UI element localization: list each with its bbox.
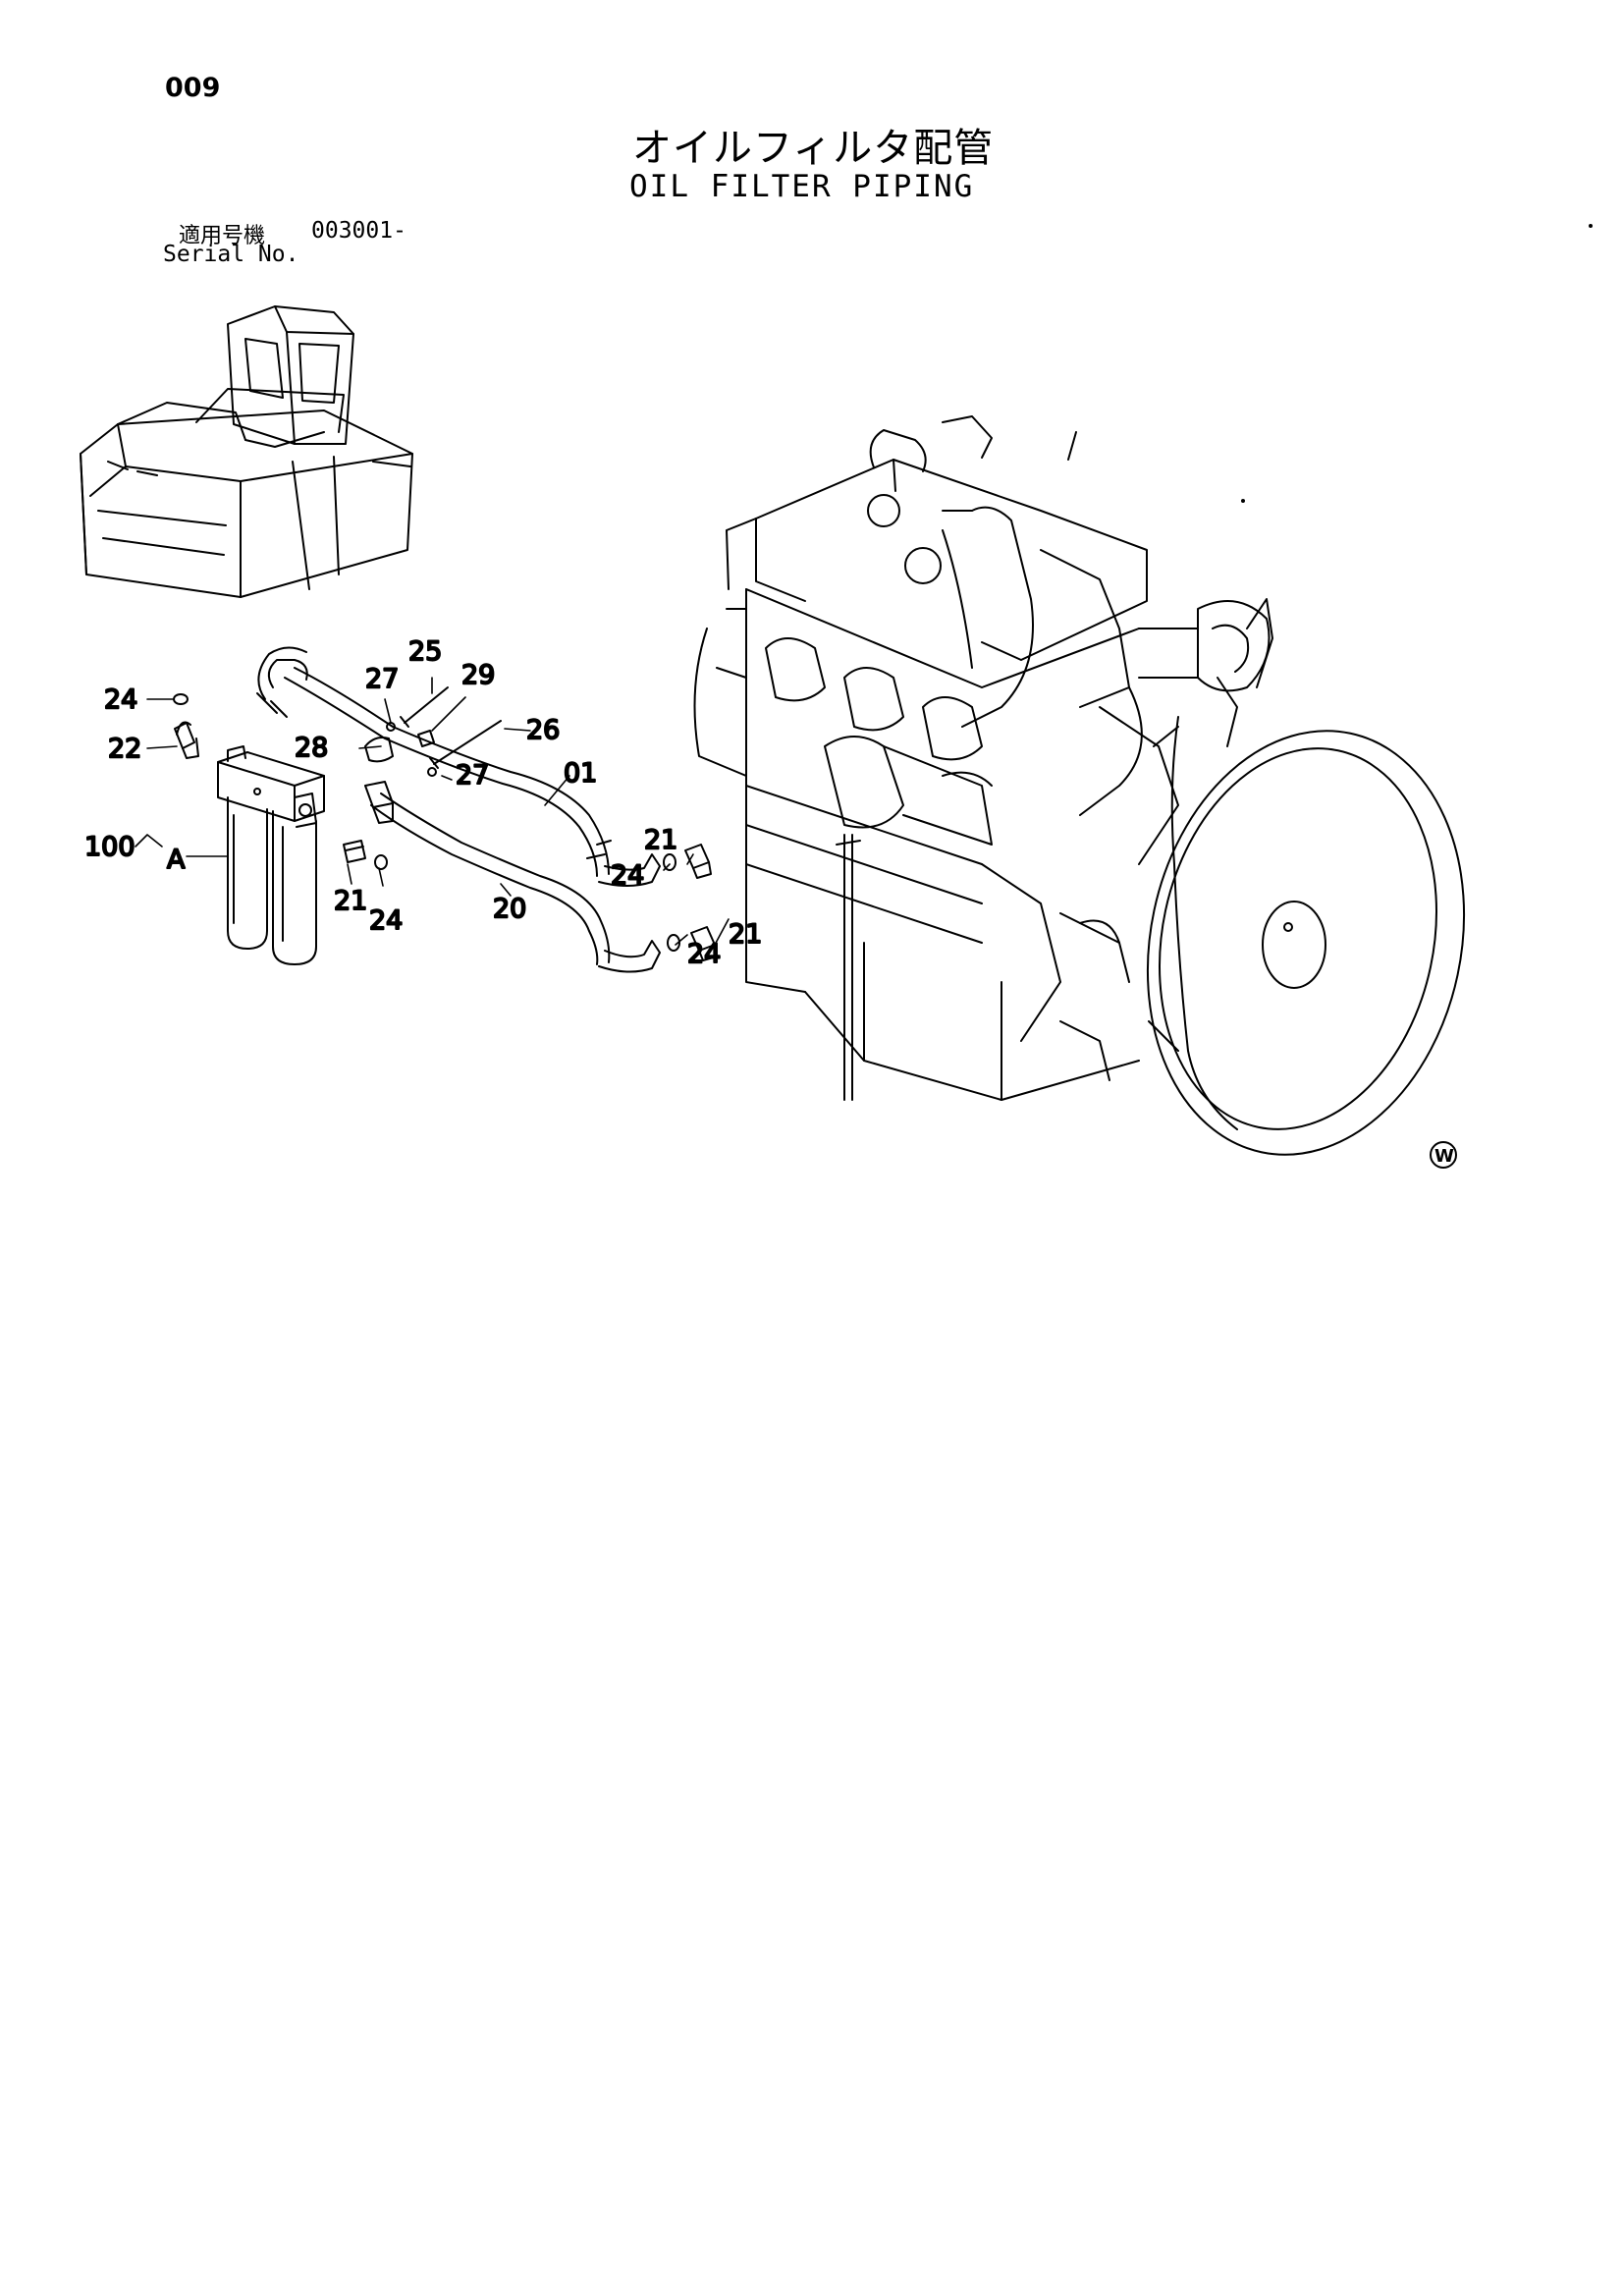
callout-24-upper-engine: 24 — [611, 860, 644, 891]
page-title-english: OIL FILTER PIPING — [629, 169, 975, 204]
callout-21-upper-engine: 21 — [644, 825, 677, 855]
upper-elbow-hose-end — [256, 646, 308, 718]
scan-dot — [1241, 499, 1245, 503]
hose-elbow-ends-engine-side — [598, 853, 661, 973]
page-number: 009 — [165, 73, 221, 103]
callout-22: 22 — [108, 734, 141, 764]
callout-27-top: 27 — [365, 664, 399, 694]
clamp-28 — [364, 737, 394, 763]
callout-21-lower-engine: 21 — [729, 919, 762, 950]
serial-number-value: 003001- — [311, 218, 406, 244]
parts-diagram: 24 22 100 A 27 25 29 26 28 27 01 21 24 2… — [80, 224, 1593, 1169]
serial-label-japanese: 適用号機 — [179, 224, 266, 248]
o-ring-24-upper-engine — [663, 853, 676, 871]
washer-27-lower — [427, 767, 437, 777]
callout-24-filter: 24 — [369, 905, 403, 936]
callout-24-top-left: 24 — [104, 684, 137, 715]
leader-lines — [135, 677, 730, 946]
circled-w-mark: W — [1430, 1141, 1457, 1169]
scan-dot — [1589, 224, 1593, 228]
callout-a: A — [167, 845, 186, 875]
o-ring-24-top-left — [173, 693, 189, 705]
excavator-locator-illustration — [80, 305, 413, 598]
callout-28: 28 — [295, 733, 328, 763]
callout-27-lower: 27 — [456, 760, 489, 791]
connector-21-filter — [343, 840, 366, 863]
nut-29 — [417, 730, 435, 747]
hose-20 — [364, 781, 611, 965]
flywheel-housing — [1146, 716, 1466, 1156]
svg-text:W: W — [1434, 1146, 1454, 1167]
callout-20: 20 — [493, 894, 526, 924]
o-ring-24-filter — [374, 854, 388, 870]
callout-25: 25 — [408, 636, 442, 667]
callout-24-lower-engine: 24 — [687, 939, 721, 969]
o-ring-24-lower-engine — [667, 934, 680, 952]
callout-29: 29 — [461, 660, 495, 690]
callout-01: 01 — [564, 758, 597, 789]
serial-label-english: Serial No. — [163, 242, 299, 267]
hose-01 — [284, 667, 612, 877]
fitting-22-elbow — [174, 721, 199, 759]
bolt-25 — [400, 686, 449, 728]
callout-21-filter: 21 — [334, 886, 367, 916]
page-title-japanese: オイルフィルタ配管 — [632, 126, 995, 171]
connector-21-upper — [684, 844, 712, 879]
bolt-26 — [429, 720, 502, 769]
callout-26: 26 — [526, 715, 560, 745]
oil-filter-assembly — [217, 745, 325, 965]
callout-100: 100 — [84, 832, 135, 862]
engine-assembly — [693, 415, 1273, 1101]
